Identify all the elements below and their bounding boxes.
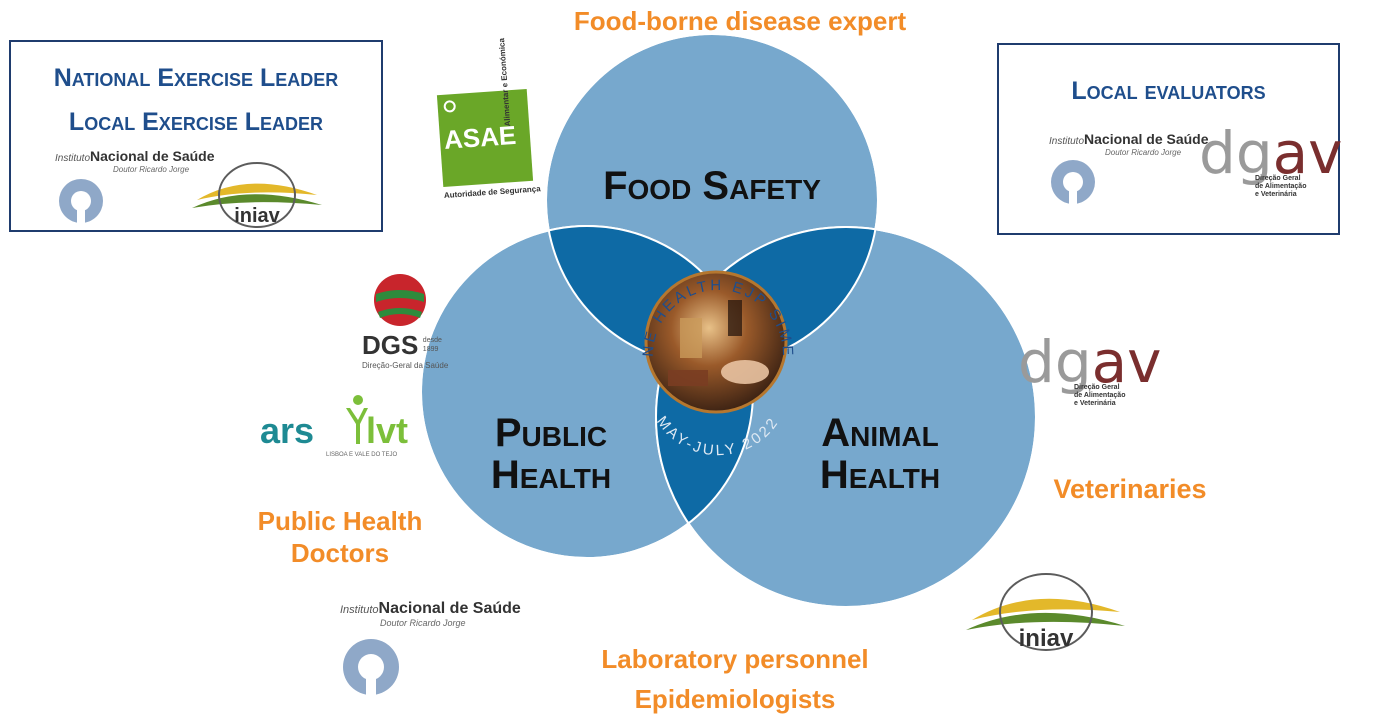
dgav-text1: Direção Geral	[1255, 175, 1301, 182]
role-public-health-doctors: Public Health Doctors	[240, 505, 440, 569]
iniav-text-large: iniav	[1019, 625, 1074, 652]
dgav-red-2: av	[1091, 328, 1162, 396]
role-veterinaries: Veterinaries	[1053, 474, 1207, 504]
dgav-text1-2: Direção Geral	[1074, 384, 1120, 391]
public-health-line2: Health	[490, 453, 612, 497]
insa-name-r: Nacional de Saúde	[1084, 131, 1209, 147]
leader-box: National Exercise Leader Local Exercise …	[9, 40, 383, 232]
evaluators-box: Local evaluators InstitutoNacional de Sa…	[997, 43, 1343, 235]
role-laboratory-personnel: Laboratory personnel	[601, 644, 869, 674]
public-health-line1: Public	[494, 411, 608, 455]
insa-symbol-icon	[59, 179, 103, 226]
dgav-text2-2: de Alimentação	[1074, 392, 1126, 399]
local-exercise-leader: Local Exercise Leader	[68, 108, 324, 136]
label-animal-health: Animal Health	[790, 412, 970, 496]
role-epidemiologists: Epidemiologists	[634, 684, 836, 714]
dgs-since: desde	[422, 337, 442, 344]
insa-name-b: Nacional de Saúde	[378, 600, 521, 617]
dgav-grey: dg	[1199, 119, 1273, 187]
dgav-text2: de Alimentação	[1255, 183, 1307, 190]
insa-symbol-icon-right	[1051, 160, 1095, 207]
dgs-symbol-icon	[374, 274, 426, 326]
dgs-name: DGS	[362, 330, 419, 360]
insa-prefix-r: Instituto	[1049, 136, 1085, 147]
food-safety-text: Food Safety	[603, 164, 821, 208]
dgav-red: av	[1272, 119, 1343, 187]
insa-sub: Doutor Ricardo Jorge	[113, 165, 190, 174]
insa-prefix: Instituto	[55, 153, 91, 164]
label-food-safety: Food Safety	[576, 165, 848, 207]
dgav-logo: dgav Direção Geral de Alimentação e Vete…	[1018, 328, 1162, 418]
ars-figure-icon	[346, 395, 368, 444]
ars-suffix: lvt	[366, 410, 409, 451]
animal-health-line2: Health	[819, 453, 941, 497]
dgav-text3-2: e Veterinária	[1074, 400, 1116, 407]
insa-prefix-b: Instituto	[340, 604, 379, 616]
dgs-sub: Direção-Geral da Saúde	[362, 361, 449, 370]
insa-name: Nacional de Saúde	[90, 148, 215, 164]
dgs-year: 1899	[422, 346, 439, 353]
insa-sub-b: Doutor Ricardo Jorge	[380, 618, 466, 628]
insa-logo: InstitutoNacional de Saúde Doutor Ricard…	[55, 148, 225, 174]
dgav-logo-right: dgav Direção Geral de Alimentação e Vete…	[1199, 119, 1343, 198]
dgs-logo: DGS desde 1899 Direção-Geral da Saúde	[362, 330, 462, 370]
ars-name: ars	[260, 410, 315, 451]
insa-logo-bottom: InstitutoNacional de Saúde Doutor Ricard…	[340, 600, 540, 628]
role-food-borne-expert: Food-borne disease expert	[573, 6, 907, 36]
phd-line1: Public Health	[257, 506, 423, 536]
insa-logo-right: InstitutoNacional de Saúde Doutor Ricard…	[1049, 131, 1209, 157]
label-public-health: Public Health	[466, 412, 636, 496]
ars-lvt-logo: ars lvt LISBOA E VALE DO TEJO	[260, 395, 408, 460]
national-exercise-leader: National Exercise Leader	[53, 64, 339, 92]
local-evaluators: Local evaluators	[1071, 77, 1266, 105]
insa-sub-r: Doutor Ricardo Jorge	[1105, 148, 1182, 157]
insa-symbol-icon-bottom	[343, 639, 399, 702]
iniav-logo-icon-large: iniav	[966, 573, 1125, 652]
animal-health-line1: Animal	[821, 411, 939, 455]
iniav-logo-icon: iniav	[192, 162, 322, 228]
iniav-text: iniav	[234, 205, 280, 227]
ars-sub: LISBOA E VALE DO TEJO	[326, 452, 398, 458]
asae-logo: ASAE Autoridade de Segurança Alimentar e…	[436, 38, 541, 200]
dgav-text3: e Veterinária	[1255, 191, 1297, 198]
dgav-grey-2: dg	[1018, 328, 1092, 396]
phd-line2: Doctors	[290, 538, 390, 568]
